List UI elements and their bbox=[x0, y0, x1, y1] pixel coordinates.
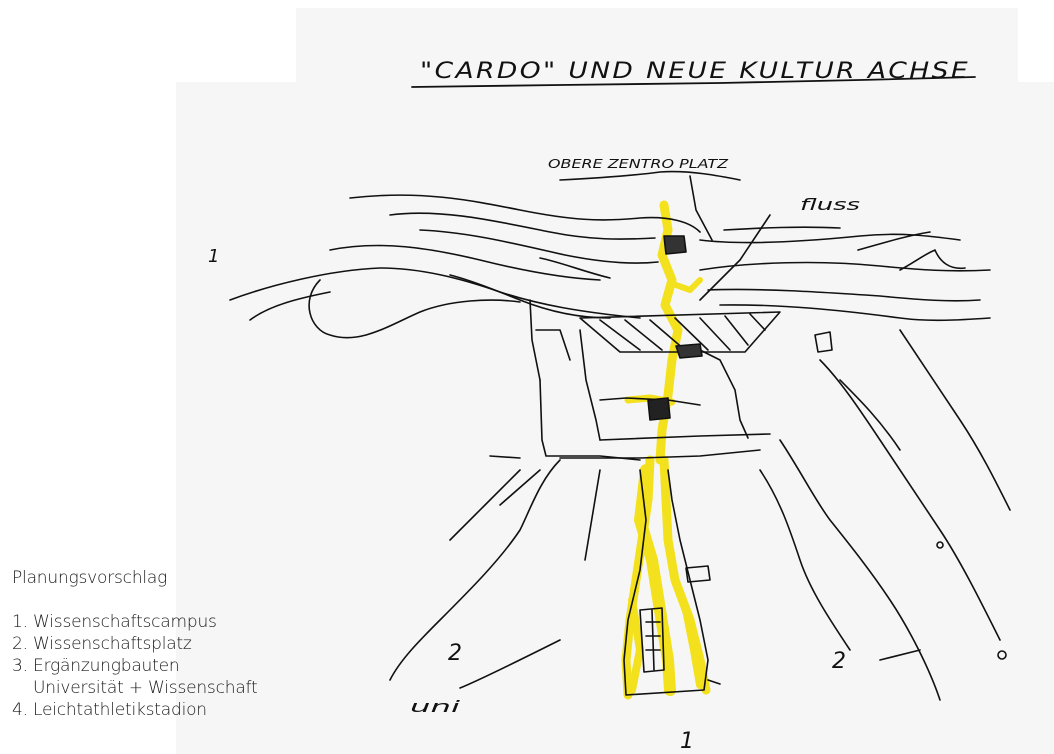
legend-item: 1. Wissenschaftscampus bbox=[12, 611, 257, 633]
annotation-marks bbox=[460, 215, 1006, 688]
sketch-mark-2-left: 2 bbox=[448, 641, 462, 666]
legend-item: Universität + Wissenschaft bbox=[12, 677, 257, 699]
sketch-label-left: uni bbox=[410, 697, 461, 716]
sketch-label-top: OBERE ZENTRO PLATZ bbox=[548, 157, 729, 171]
legend-item: 4. Leichtathletikstadion bbox=[12, 699, 257, 721]
legend-item: 2. Wissenschaftsplatz bbox=[12, 633, 257, 655]
yellow-axis-highlight bbox=[626, 205, 706, 695]
terrain-lines bbox=[230, 172, 990, 338]
sketch-title: "CARDO" UND NEUE KULTUR ACHSE bbox=[420, 59, 970, 84]
sketch-mark-bottom: 1 bbox=[680, 729, 694, 754]
sketch-label-right: fluss bbox=[800, 195, 860, 214]
sketch-mark-1-top: 1 bbox=[208, 246, 219, 267]
central-platform bbox=[530, 236, 832, 460]
sketch-mark-2-right: 2 bbox=[832, 649, 846, 674]
legend: Planungsvorschlag 1. Wissenschaftscampus… bbox=[12, 567, 257, 721]
legend-item: 3. Ergänzungbauten bbox=[12, 655, 257, 677]
legend-heading: Planungsvorschlag bbox=[12, 567, 257, 589]
